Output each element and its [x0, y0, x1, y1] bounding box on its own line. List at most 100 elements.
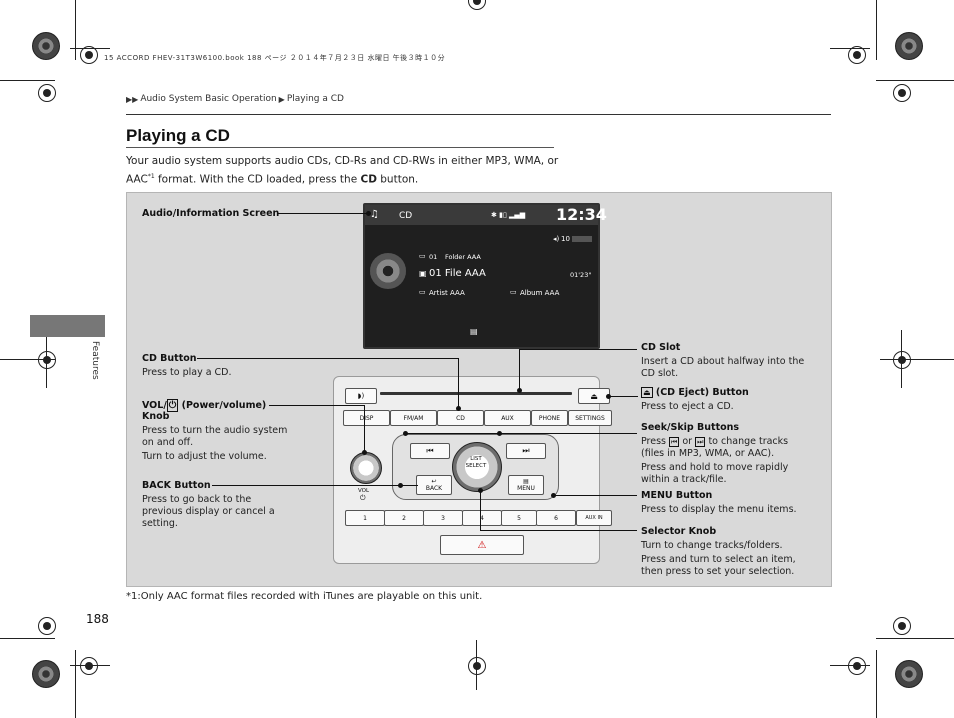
preset-button-1[interactable]: 1 [345, 510, 385, 526]
breadcrumb: ▶▶ Audio System Basic Operation ▶ Playin… [126, 94, 344, 104]
file-name: 01 File AAA [429, 268, 486, 279]
breadcrumb-arrow-icon: ▶ [278, 94, 285, 104]
intro-line-1: Your audio system supports audio CDs, CD… [126, 155, 559, 167]
crop-line [876, 650, 877, 718]
crop-line [75, 650, 76, 718]
leader-dot [478, 488, 483, 493]
screen-clock: 12:34 [556, 205, 607, 224]
intro-line-2: AAC*1 format. With the CD loaded, press … [126, 173, 419, 186]
header-rule [126, 114, 831, 115]
leader-dot [606, 394, 611, 399]
callout-vol: VOL/⏻ (Power/volume) Knob Press to turn … [142, 399, 302, 463]
page-title: Playing a CD [126, 126, 230, 145]
cd-slot[interactable] [380, 392, 572, 395]
preset-button-6[interactable]: 6 [536, 510, 576, 526]
aux-in-jack[interactable]: AUX IN [576, 510, 612, 526]
reg-mark-bc [468, 657, 486, 675]
leader-cd-button-h [197, 358, 459, 359]
file-icon: ▣ [419, 269, 427, 278]
screen-source: CD [399, 211, 413, 221]
phone-button[interactable]: PHONE [531, 410, 568, 426]
reg-mark-mr [893, 351, 911, 369]
callout-menu: MENU Button Press to display the menu it… [641, 490, 826, 516]
screen-volume: 10 [561, 235, 570, 243]
aux-button[interactable]: AUX [484, 410, 531, 426]
cd-art-icon [370, 253, 406, 289]
hazard-button[interactable]: ⚠ [440, 535, 524, 555]
leader-dot [398, 483, 403, 488]
leader-menu [553, 495, 637, 496]
page-number: 188 [86, 612, 109, 626]
power-icon: ⏻ [166, 399, 179, 412]
preset-button-4[interactable]: 4 [462, 510, 502, 526]
leader-cd-slot-h [519, 349, 637, 350]
eject-icon: ⏏ [641, 387, 653, 398]
callout-cd-slot-text-2: CD slot. [641, 368, 679, 379]
corner-disc-bottom-left [32, 660, 60, 688]
leader-dot [456, 406, 461, 411]
callout-seek-title: Seek/Skip Buttons [641, 422, 740, 433]
leader-back [212, 485, 418, 486]
breadcrumb-arrow-icon: ▶▶ [126, 94, 139, 104]
callout-menu-title: MENU Button [641, 490, 713, 501]
crop-line [876, 638, 954, 639]
volume-knob[interactable] [350, 452, 382, 484]
power-icon: ⏻ [360, 494, 366, 502]
disp-button[interactable]: DISP [343, 410, 390, 426]
crop-line [476, 640, 477, 690]
menu-button[interactable]: ▤ MENU [508, 475, 544, 495]
callout-vol-title: VOL/⏻ (Power/volume) [142, 399, 267, 412]
breadcrumb-item[interactable]: Audio System Basic Operation [140, 94, 277, 104]
leader-cd-button-v [458, 358, 459, 410]
crop-line [70, 665, 110, 666]
screen-header [365, 205, 598, 225]
callout-eject-title: ⏏ (CD Eject) Button [641, 387, 749, 398]
crop-line [0, 638, 55, 639]
preset-button-2[interactable]: 2 [384, 510, 424, 526]
callout-eject: ⏏ (CD Eject) Button Press to eject a CD. [641, 387, 826, 413]
reg-mark-tc [468, 0, 486, 10]
usb-icon: ▤ [470, 327, 478, 336]
leader-seek-h [405, 433, 637, 434]
menu-icon: ▤ [523, 478, 529, 485]
back-arrow-icon: ↩ [431, 478, 437, 485]
print-header: 15 ACCORD FHEV-31T3W6100.book 188 ページ ２０… [104, 54, 446, 62]
callout-selector-text-1: Turn to change tracks/folders. [641, 540, 783, 551]
settings-button[interactable]: SETTINGS [568, 410, 612, 426]
breadcrumb-item[interactable]: Playing a CD [286, 94, 344, 104]
callout-eject-text: Press to eject a CD. [641, 401, 734, 412]
callout-cd-button-text: Press to play a CD. [142, 367, 232, 378]
corner-disc-top-right [895, 32, 923, 60]
corner-disc-top-left [32, 32, 60, 60]
callout-selector-text-2: Press and turn to select an item, [641, 554, 796, 565]
power-mode-button[interactable]: ◗) [345, 388, 377, 404]
leader-vol [269, 405, 365, 406]
leader-dot [517, 388, 522, 393]
callout-cd-button: CD Button Press to play a CD. [142, 353, 232, 379]
elapsed-time: 01'23" [570, 271, 592, 279]
selector-knob[interactable] [452, 442, 502, 492]
leader-dot [403, 431, 408, 436]
skip-forward-button[interactable]: ⏭ [506, 443, 546, 459]
selector-knob-label: LIST SELECT [465, 456, 487, 469]
reg-mark-tl [80, 46, 98, 64]
crop-line [0, 359, 55, 360]
vol-label: VOL [358, 488, 370, 494]
section-label: Features [90, 341, 100, 380]
reg-mark-tr [848, 46, 866, 64]
crop-line [876, 80, 954, 81]
crop-line [880, 359, 954, 360]
skip-back-button[interactable]: ⏮ [410, 443, 450, 459]
speaker-icon: ◂) [553, 235, 560, 243]
fm-am-button[interactable]: FM/AM [390, 410, 437, 426]
preset-button-3[interactable]: 3 [423, 510, 463, 526]
back-button[interactable]: ↩ BACK [416, 475, 452, 495]
reg-mark-tr2 [893, 84, 911, 102]
menu-label: MENU [517, 485, 535, 492]
callout-selector: Selector Knob Turn to change tracks/fold… [641, 526, 826, 578]
preset-button-5[interactable]: 5 [501, 510, 537, 526]
callout-cd-slot-title: CD Slot [641, 342, 681, 353]
footnote: *1:Only AAC format files recorded with i… [126, 591, 483, 602]
section-tab [30, 315, 105, 337]
cd-button[interactable]: CD [437, 410, 484, 426]
